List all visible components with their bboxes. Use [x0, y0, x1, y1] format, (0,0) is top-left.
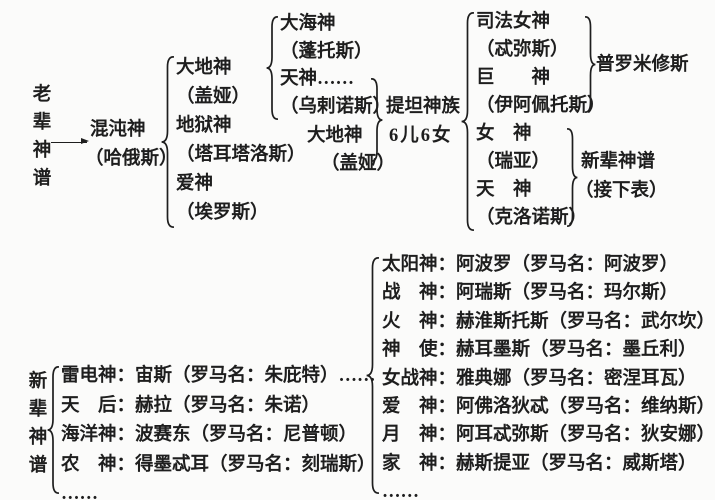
- earth-children-list: 大海神 （蓬托斯） 天神…… （乌剌诺斯）: [280, 11, 391, 121]
- node-name: （埃罗斯）: [176, 203, 269, 223]
- node-name: （克洛诺斯）: [476, 208, 588, 228]
- list-item: 女战神：雅典娜（罗马名：密涅耳瓦）: [382, 368, 697, 389]
- list-item: 农 神：得墨忒耳（罗马名：刻瑞斯）: [61, 454, 376, 475]
- brace-prometheus: [585, 16, 596, 113]
- titan-family-label: 提坦神族: [386, 97, 461, 117]
- node-title: 女 神: [476, 124, 532, 144]
- node-name: （乌剌诺斯）: [280, 96, 392, 117]
- chaos-node: 混沌神 （哈俄斯）: [85, 116, 178, 174]
- node-name: （忒弥斯）: [476, 40, 569, 60]
- list-item: 天 后：赫拉（罗马名：朱诺）: [61, 395, 321, 416]
- new-ref-line1: 新辈神谱: [581, 152, 656, 172]
- list-item: ……: [61, 484, 98, 500]
- earth-repeat-title: 大地神: [307, 126, 363, 146]
- zeus-children-list: 太阳神：阿波罗（罗马名：阿波罗） 战 神：阿瑞斯（罗马名：玛尔斯） 火 神：赫淮…: [382, 251, 715, 500]
- brace-chaos-children: [161, 56, 174, 228]
- new-ref-line2: （接下表）: [575, 181, 668, 201]
- list-item: 月 神：阿耳忒弥斯（罗马名：狄安娜）: [382, 425, 715, 446]
- list-item: 太阳神：阿波罗（罗马名：阿波罗）: [382, 255, 679, 275]
- chaos-children-list: 大地神 （盖娅） 地狱神 （塔耳塔洛斯） 爱神 （埃罗斯）: [176, 54, 306, 228]
- node-title: 大海神: [280, 14, 336, 34]
- node-title: 天 神: [476, 180, 532, 200]
- node-name: （蓬托斯）: [280, 41, 373, 62]
- node-name: （哈俄斯）: [85, 149, 178, 169]
- node-name: （伊阿佩托斯）: [476, 96, 606, 116]
- node-name: （瑞亚）: [476, 152, 551, 172]
- node-name: （盖娅）: [176, 87, 251, 107]
- brace-zeus-children: [366, 257, 379, 494]
- node-title: 混沌神: [90, 120, 146, 140]
- new-genealogy-label: 新辈神谱: [28, 372, 48, 476]
- list-item: 家 神：赫斯提亚（罗马名：威斯塔）: [382, 453, 697, 474]
- list-item: 雷电神：宙斯（罗马名：朱庇特）……: [61, 366, 376, 386]
- prometheus-label: 普罗米修斯: [596, 55, 689, 75]
- brace-olympians: [47, 366, 59, 494]
- node-title: 大地神: [176, 58, 232, 78]
- list-item: 神 使：赫耳墨斯（罗马名：墨丘利）: [382, 340, 697, 361]
- list-item: 火 神：赫淮斯托斯（罗马名：武尔坎）: [382, 311, 715, 332]
- list-item: ……: [382, 482, 419, 500]
- brace-earth-children: [266, 16, 278, 120]
- arrow-right-icon: [51, 138, 89, 145]
- brace-titan-parents: [371, 78, 383, 162]
- olympians-list: 雷电神：宙斯（罗马名：朱庇特）…… 天 后：赫拉（罗马名：朱诺） 海洋神：波赛东…: [61, 362, 376, 500]
- list-item: 战 神：阿瑞斯（罗马名：玛尔斯）: [382, 283, 679, 304]
- node-title: 地狱神: [176, 116, 232, 136]
- titan-count-label: 6儿6女: [389, 126, 453, 146]
- node-title: 爱神: [176, 174, 214, 194]
- list-item: 爱 神：阿佛洛狄忒（罗马名：维纳斯）: [382, 397, 715, 418]
- node-title: 司法女神: [476, 12, 551, 32]
- brace-new-ref: [567, 128, 578, 227]
- earth-repeat-name: （盖娅）: [321, 154, 396, 174]
- node-title: 天神……: [280, 69, 355, 89]
- node-title: 巨 神: [476, 68, 551, 88]
- brace-titans: [461, 12, 474, 231]
- old-genealogy-label: 老辈神谱: [32, 85, 52, 189]
- node-name: （塔耳塔洛斯）: [176, 145, 306, 165]
- list-item: 海洋神：波赛东（罗马名：尼普顿）: [61, 425, 358, 445]
- titans-list: 司法女神 （忒弥斯） 巨 神 （伊阿佩托斯） 女 神 （瑞亚） 天 神 （克洛诺…: [476, 8, 606, 232]
